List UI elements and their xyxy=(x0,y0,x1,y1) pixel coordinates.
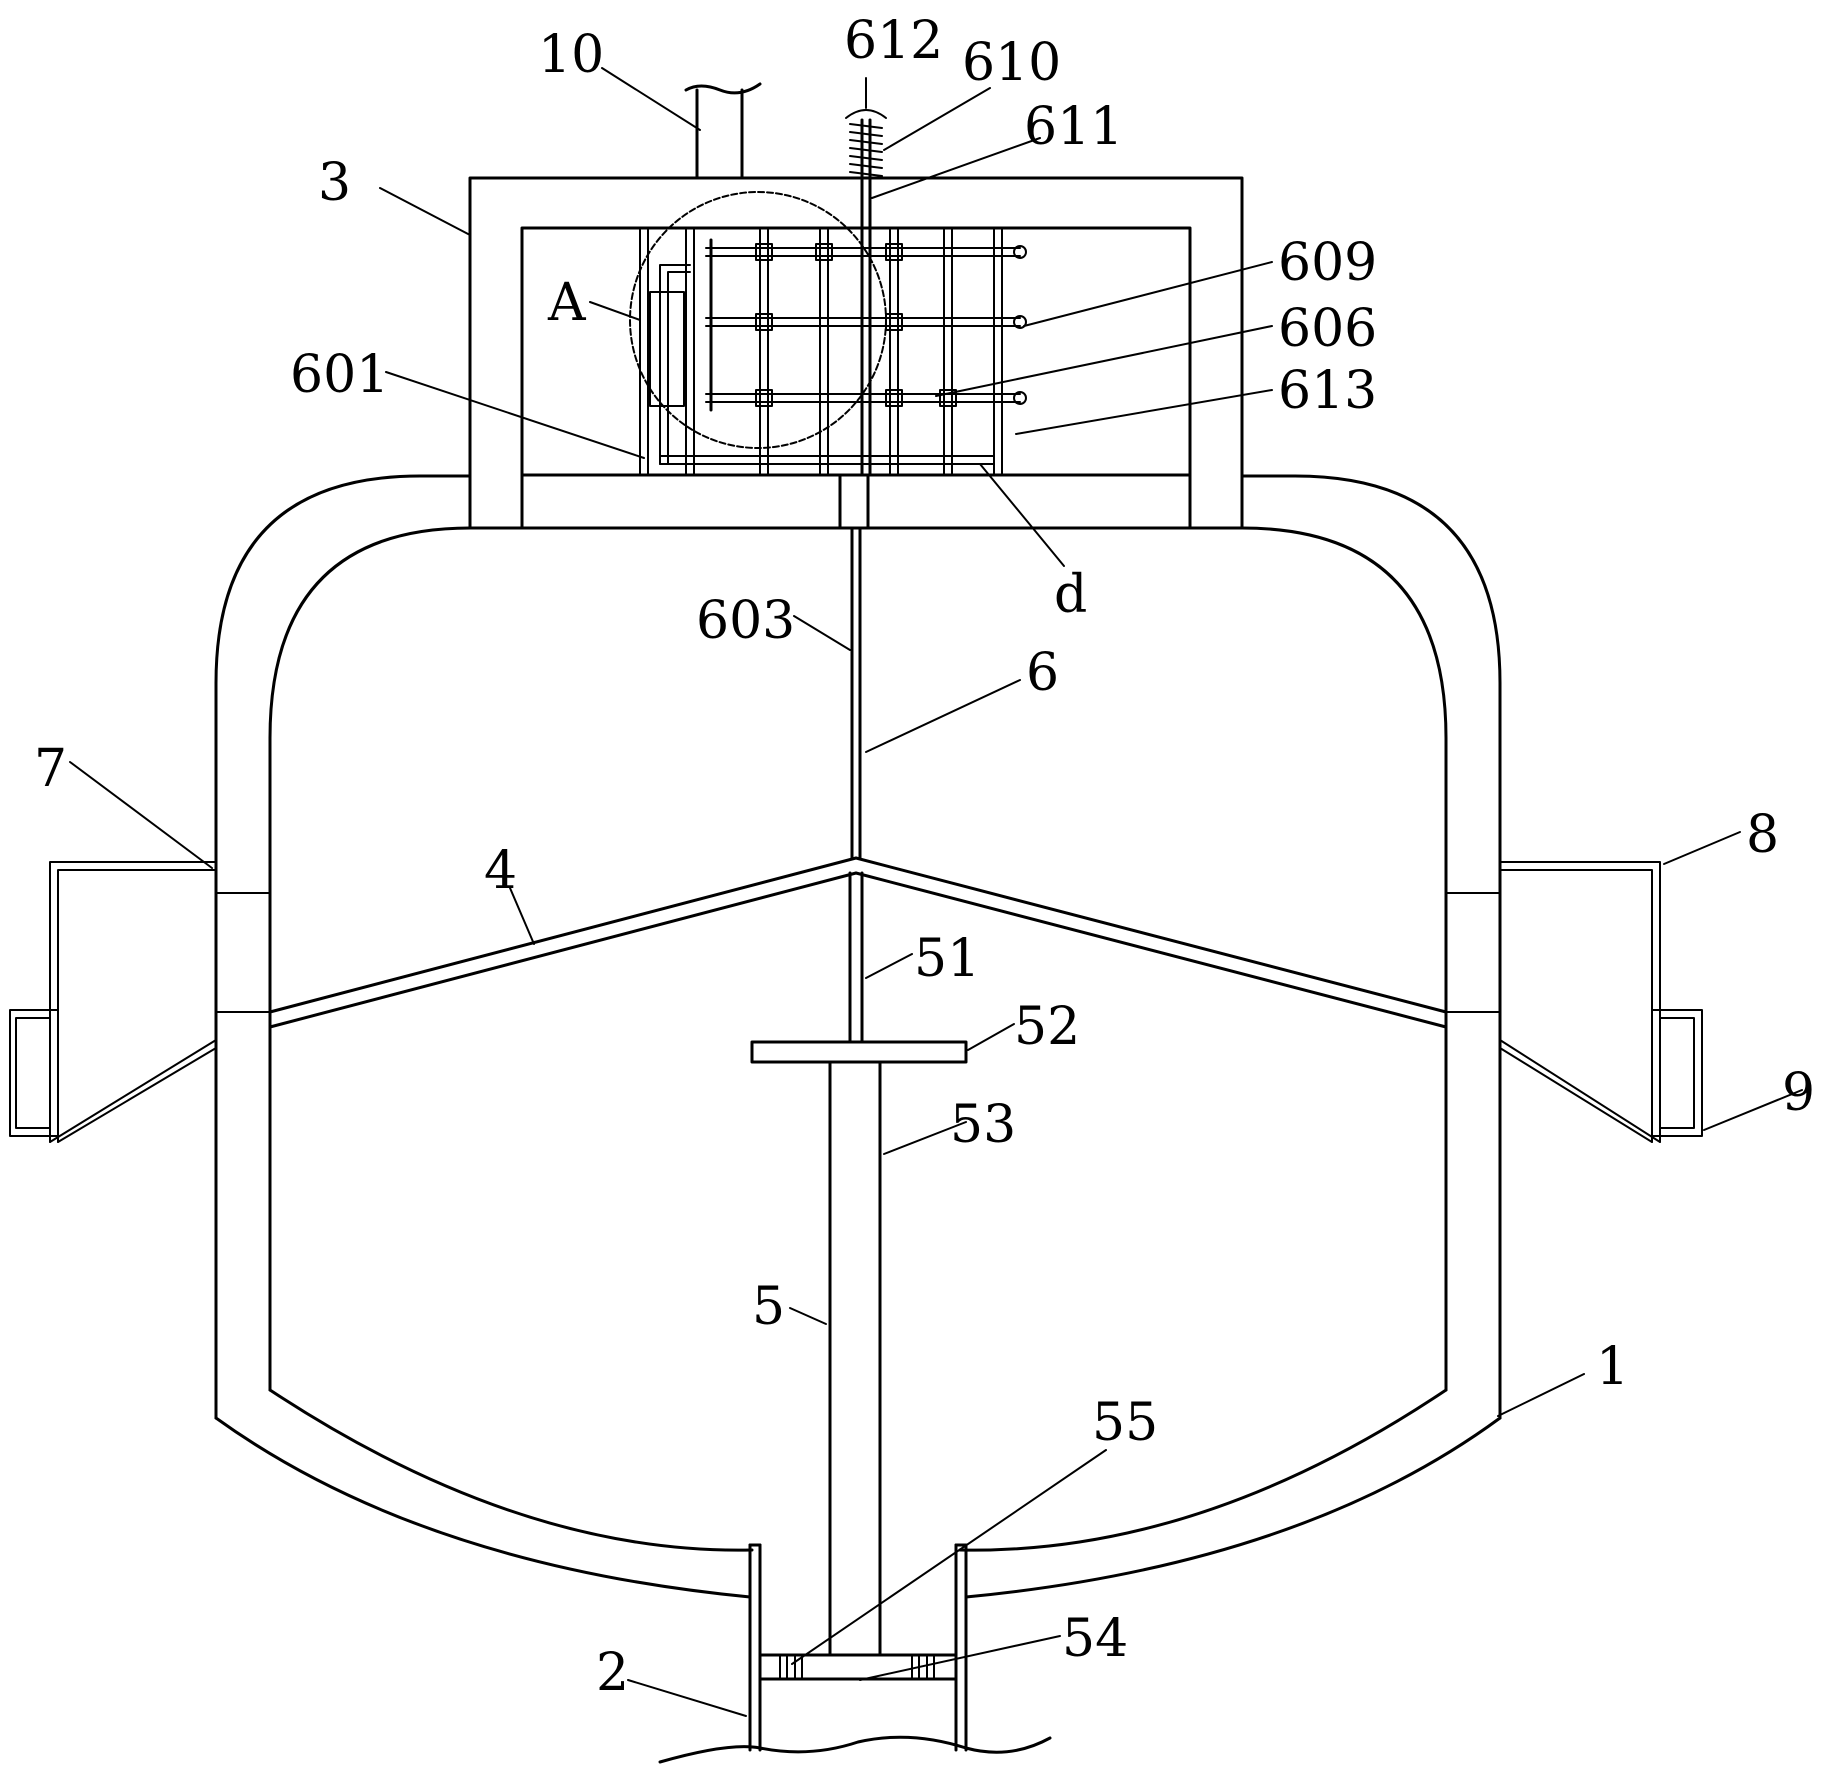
lifting-assembly xyxy=(750,871,968,1681)
label-612: 612 xyxy=(844,11,943,71)
leader-lines xyxy=(69,67,1803,1717)
label-52: 52 xyxy=(1014,997,1080,1057)
central-shaft xyxy=(850,526,862,860)
label-609: 609 xyxy=(1278,233,1377,293)
spring-assembly xyxy=(845,109,887,477)
label-613: 613 xyxy=(1278,361,1377,421)
label-55: 55 xyxy=(1092,1393,1158,1453)
left-side-box xyxy=(9,861,217,1143)
label-6: 6 xyxy=(1026,643,1059,703)
tank-body xyxy=(214,474,1502,1599)
label-1: 1 xyxy=(1596,1337,1629,1397)
label-10: 10 xyxy=(538,25,604,85)
detail-circle-a xyxy=(629,191,887,449)
label-51: 51 xyxy=(914,929,980,989)
label-53: 53 xyxy=(950,1095,1016,1155)
label-4: 4 xyxy=(484,841,517,901)
label-610: 610 xyxy=(962,33,1061,93)
label-54: 54 xyxy=(1062,1609,1128,1669)
label-d: d xyxy=(1054,565,1087,625)
outlet-pipe xyxy=(658,1543,1052,1764)
feed-pipe xyxy=(684,82,762,180)
label-601: 601 xyxy=(290,345,389,405)
right-side-box xyxy=(1499,861,1703,1143)
label-603: 603 xyxy=(696,591,795,651)
label-611: 611 xyxy=(1024,97,1123,157)
label-a: A xyxy=(547,273,587,333)
label-5: 5 xyxy=(752,1277,785,1337)
label-606: 606 xyxy=(1278,299,1377,359)
label-7: 7 xyxy=(34,739,67,799)
label-3: 3 xyxy=(318,153,351,213)
label-9: 9 xyxy=(1782,1063,1815,1123)
labels: 10 612 610 611 3 A 601 609 606 613 d 603… xyxy=(34,11,1815,1703)
conical-plate xyxy=(268,856,1448,1029)
top-frame xyxy=(468,176,1244,530)
label-8: 8 xyxy=(1746,805,1779,865)
screen-grid xyxy=(639,227,1027,476)
label-2: 2 xyxy=(596,1643,629,1703)
